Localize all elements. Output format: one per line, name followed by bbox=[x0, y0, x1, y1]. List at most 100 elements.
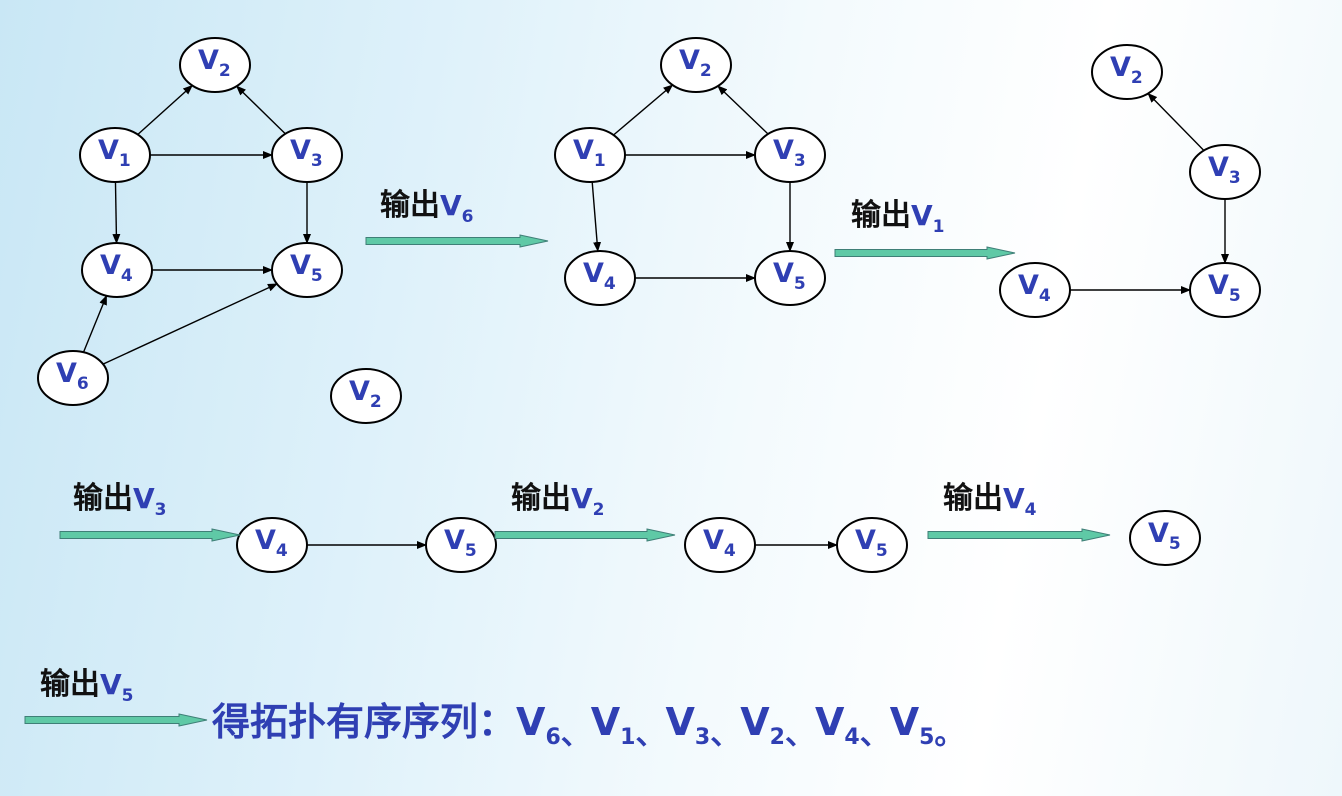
node-v5: V5 bbox=[425, 517, 497, 573]
node-ellipse bbox=[179, 37, 251, 93]
node-label-v3: V3 bbox=[1208, 152, 1241, 188]
node-label-v4: V4 bbox=[1018, 270, 1051, 306]
node-label-v2: V2 bbox=[198, 45, 231, 81]
node-label-v5: V5 bbox=[855, 525, 888, 561]
edge-v3-v2 bbox=[717, 85, 769, 135]
node-label-v4: V4 bbox=[583, 258, 616, 294]
step-label: 输出V5 bbox=[40, 667, 134, 706]
node-ellipse bbox=[236, 517, 308, 573]
step-arrow bbox=[494, 528, 676, 542]
result-sequence: 得拓扑有序序列：V6、V1、V3、V2、V4、V5。 bbox=[212, 700, 964, 752]
graph-6-nodes: V4 V5 bbox=[684, 517, 908, 573]
node-ellipse bbox=[754, 250, 826, 306]
node-label-v4: V4 bbox=[100, 250, 133, 286]
node-label-v1: V1 bbox=[98, 135, 131, 171]
result-layer: 得拓扑有序序列：V6、V1、V3、V2、V4、V5。 bbox=[212, 700, 964, 752]
edge-v1-v4 bbox=[591, 181, 602, 253]
node-label-v2: V2 bbox=[1110, 52, 1143, 88]
node-ellipse bbox=[1129, 510, 1201, 566]
edge-v3-v2 bbox=[1147, 92, 1205, 151]
node-v4: V4 bbox=[564, 250, 636, 306]
node-ellipse bbox=[81, 242, 153, 298]
node-label-v5: V5 bbox=[773, 258, 806, 294]
step-label: 输出V3 bbox=[73, 481, 167, 520]
node-label-v4: V4 bbox=[703, 525, 736, 561]
node-ellipse bbox=[1189, 144, 1261, 200]
step-arrow bbox=[24, 713, 208, 727]
node-label-v5: V5 bbox=[1208, 270, 1241, 306]
edge-v6-v4 bbox=[82, 294, 108, 353]
node-v2: V2 bbox=[660, 37, 732, 93]
node-ellipse bbox=[1091, 44, 1163, 100]
node-v6: V6 bbox=[37, 350, 109, 406]
node-v4: V4 bbox=[999, 262, 1071, 318]
step-1: 输出V6 bbox=[365, 188, 549, 248]
graph-1-edges bbox=[82, 84, 311, 365]
step-label: 输出V4 bbox=[943, 481, 1037, 520]
step-arrow bbox=[927, 528, 1111, 542]
graph-7-nodes: V5 bbox=[1129, 510, 1201, 566]
graph-5-nodes: V4 V5 bbox=[236, 517, 497, 573]
node-v4: V4 bbox=[684, 517, 756, 573]
step-label: 输出V6 bbox=[380, 188, 474, 227]
step-4: 输出V2 bbox=[494, 481, 676, 542]
node-ellipse bbox=[836, 517, 908, 573]
node-v5: V5 bbox=[1129, 510, 1201, 566]
node-ellipse bbox=[660, 37, 732, 93]
graph-3-edges bbox=[591, 84, 794, 282]
graph-2-nodes: V2 bbox=[330, 368, 402, 424]
edge-v1-v4 bbox=[112, 181, 121, 245]
node-label-v2: V2 bbox=[679, 45, 712, 81]
graph-4-edges bbox=[1070, 92, 1229, 294]
step-label: 输出V1 bbox=[851, 198, 945, 237]
step-arrow bbox=[365, 234, 549, 248]
node-v3: V3 bbox=[754, 127, 826, 183]
node-label-v5: V5 bbox=[444, 525, 477, 561]
step-3: 输出V3 bbox=[59, 481, 241, 542]
edges-layer bbox=[82, 84, 1229, 549]
node-label-v1: V1 bbox=[573, 135, 606, 171]
node-ellipse bbox=[271, 127, 343, 183]
node-v5: V5 bbox=[271, 242, 343, 298]
node-ellipse bbox=[425, 517, 497, 573]
node-v5: V5 bbox=[1189, 262, 1261, 318]
edge-v6-v5 bbox=[102, 283, 278, 365]
node-v1: V1 bbox=[79, 127, 151, 183]
node-v3: V3 bbox=[271, 127, 343, 183]
node-ellipse bbox=[554, 127, 626, 183]
node-v2: V2 bbox=[1091, 44, 1163, 100]
step-6: 输出V5 bbox=[24, 667, 208, 727]
node-label-v5: V5 bbox=[1148, 518, 1181, 554]
steps-layer: 输出V6 输出V1 输出V3 输出V2 输出V4 输出V5 bbox=[24, 188, 1111, 727]
node-ellipse bbox=[754, 127, 826, 183]
node-ellipse bbox=[564, 250, 636, 306]
node-ellipse bbox=[999, 262, 1071, 318]
node-v5: V5 bbox=[754, 250, 826, 306]
node-v5: V5 bbox=[836, 517, 908, 573]
node-ellipse bbox=[271, 242, 343, 298]
node-v2: V2 bbox=[330, 368, 402, 424]
node-v2: V2 bbox=[179, 37, 251, 93]
step-label: 输出V2 bbox=[511, 481, 605, 520]
node-label-v6: V6 bbox=[56, 358, 89, 394]
node-label-v3: V3 bbox=[773, 135, 806, 171]
node-label-v2: V2 bbox=[349, 376, 382, 412]
edge-v1-v2 bbox=[137, 84, 193, 136]
node-v4: V4 bbox=[236, 517, 308, 573]
step-arrow bbox=[59, 528, 241, 542]
node-ellipse bbox=[684, 517, 756, 573]
edge-v1-v2 bbox=[613, 84, 674, 136]
node-ellipse bbox=[37, 350, 109, 406]
node-ellipse bbox=[330, 368, 402, 424]
node-label-v4: V4 bbox=[255, 525, 288, 561]
step-2: 输出V1 bbox=[834, 198, 1016, 260]
node-label-v5: V5 bbox=[290, 250, 323, 286]
step-arrow bbox=[834, 246, 1016, 260]
node-v3: V3 bbox=[1189, 144, 1261, 200]
edge-v3-v2 bbox=[235, 85, 286, 135]
